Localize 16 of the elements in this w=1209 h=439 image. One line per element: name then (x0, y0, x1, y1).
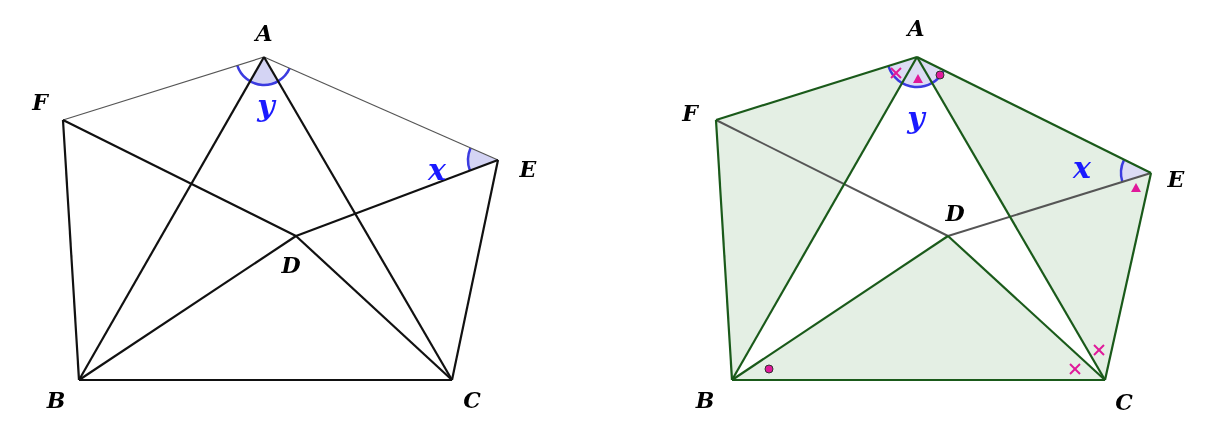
point-label: D (945, 201, 965, 225)
point-label: C (1115, 390, 1133, 414)
angle-label: x (428, 155, 446, 185)
point-label: D (281, 253, 301, 277)
point-label: F (32, 90, 48, 114)
point-label: C (463, 388, 481, 412)
point-label: B (46, 388, 66, 412)
point-label: E (1167, 167, 1185, 191)
point-label: A (907, 16, 925, 40)
angle-label: y (257, 91, 275, 121)
angle-label: y (907, 103, 925, 133)
point-label: A (255, 21, 273, 45)
point-label: E (519, 157, 537, 181)
point-label: F (682, 101, 698, 125)
angle-label: x (1073, 153, 1091, 183)
point-label: B (695, 388, 715, 412)
